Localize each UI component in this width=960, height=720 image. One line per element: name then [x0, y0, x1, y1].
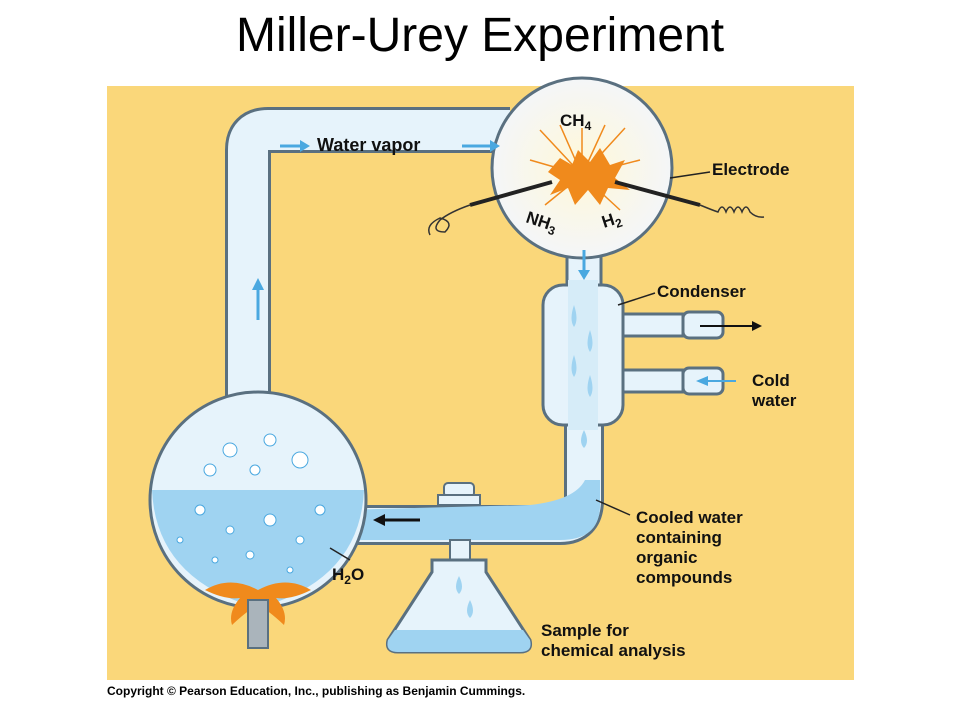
burner [247, 599, 269, 649]
burner-flame [205, 582, 311, 649]
label-organic: organic [636, 548, 697, 567]
condenser [541, 280, 725, 448]
boiling-flask [148, 390, 368, 610]
label-h2: H2 [599, 208, 624, 235]
label-containing: containing [636, 528, 722, 547]
left-wire [428, 204, 471, 236]
sample-trap [386, 482, 532, 654]
left-electrode [469, 180, 553, 207]
spark-flash-icon [548, 148, 630, 205]
cooled-water-in-tube [340, 480, 600, 540]
label-electrode: Electrode [712, 160, 789, 179]
boiling-bubbles [176, 433, 326, 574]
right-wire [699, 204, 765, 218]
flow-arrows [252, 140, 762, 526]
tube-system [225, 107, 604, 545]
copyright-notice: Copyright © Pearson Education, Inc., pub… [107, 684, 526, 698]
label-h2o: H2O [332, 565, 364, 587]
label-water: water [751, 391, 797, 410]
label-condenser: Condenser [657, 282, 746, 301]
page-title: Miller-Urey Experiment [235, 9, 725, 62]
label-chemical-analysis: chemical analysis [541, 641, 686, 660]
label-ch4: CH4 [560, 111, 592, 133]
spark-chamber [428, 76, 765, 260]
right-electrode [614, 180, 701, 207]
leader-lines [329, 171, 711, 561]
label-cooled-water: Cooled water [636, 508, 743, 527]
label-sample-for: Sample for [541, 621, 629, 640]
label-cold: Cold [752, 371, 790, 390]
label-compounds: compounds [636, 568, 732, 587]
label-water-vapor: Water vapor [317, 135, 420, 155]
